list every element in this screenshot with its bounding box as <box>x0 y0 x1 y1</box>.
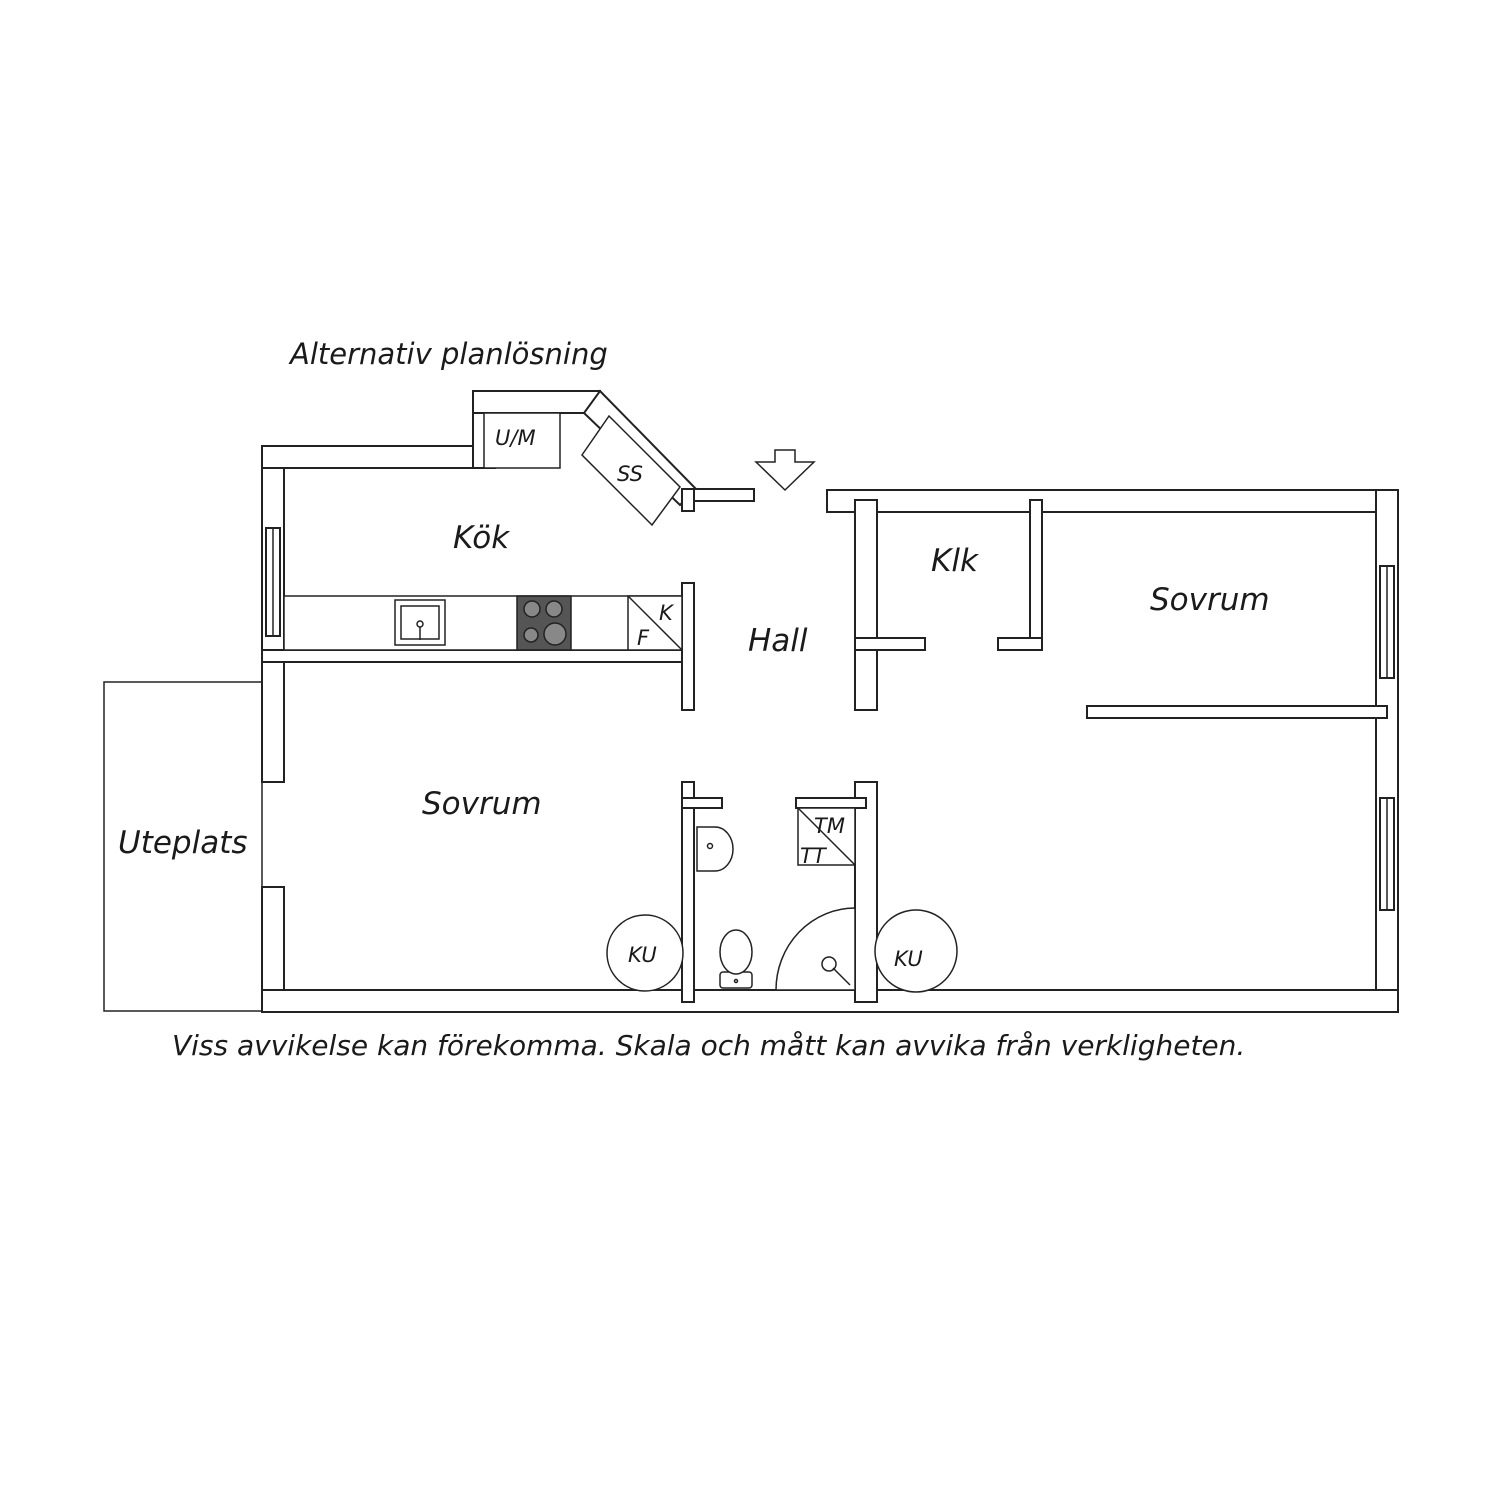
room-label-klk: Klk <box>931 543 979 579</box>
ss-cabinet <box>581 414 681 527</box>
room-label-uteplats: Uteplats <box>118 825 248 861</box>
shower-icon <box>775 907 856 991</box>
kitchen-counter <box>283 595 683 651</box>
wall-klk-right <box>1029 499 1043 651</box>
label-f: F <box>637 626 650 650</box>
disclaimer-note: Viss avvikelse kan förekomma. Skala och … <box>172 1029 1245 1062</box>
label-ss: SS <box>617 462 643 486</box>
label-um: U/M <box>495 426 536 450</box>
plan-title: Alternativ planlösning <box>288 337 608 371</box>
wall-bath-right-stub <box>795 797 867 809</box>
wardrobe-right <box>874 909 958 993</box>
wall-kitchen-right <box>681 582 695 711</box>
window-kitchen <box>265 527 281 637</box>
fridge-freezer <box>627 595 683 651</box>
window-bedroom-right-1 <box>1379 565 1395 679</box>
wall-bedroom-divider <box>1086 705 1388 719</box>
wall-bath-left-stub <box>681 797 723 809</box>
washer-dryer <box>797 807 856 866</box>
wall-kitchen-top-mid <box>472 390 601 414</box>
uteplats-area <box>103 681 263 1012</box>
label-tt: TT <box>800 844 828 868</box>
entrance-arrow-icon <box>754 449 816 492</box>
stove-icon <box>516 595 572 651</box>
wall-top-right <box>826 489 1399 513</box>
wall-kitchen-stub <box>681 488 695 512</box>
label-k: K <box>659 601 675 625</box>
wall-bath-right <box>854 781 878 1003</box>
label-ku-right: KU <box>894 947 923 971</box>
wall-kitchen-bedroom <box>261 649 695 663</box>
room-label-kok: Kök <box>453 520 510 556</box>
um-cabinet <box>483 412 561 469</box>
room-label-hall: Hall <box>748 623 808 659</box>
room-label-sovrum-left: Sovrum <box>422 786 542 822</box>
wall-bottom <box>261 989 1399 1013</box>
washbasin-icon <box>696 826 734 872</box>
wall-kitchen-top-left <box>261 445 474 469</box>
label-ku-left: KU <box>628 943 657 967</box>
sink-icon <box>394 599 446 646</box>
wardrobe-left <box>606 914 684 992</box>
wall-klk-stub-left <box>854 637 926 651</box>
wall-klk-stub-right <box>997 637 1043 651</box>
label-tm: TM <box>814 814 845 838</box>
room-label-sovrum-right: Sovrum <box>1150 582 1270 618</box>
wall-hall-right <box>854 499 878 711</box>
toilet-icon <box>719 929 753 989</box>
wall-bath-left <box>681 781 695 1003</box>
window-bedroom-right-2 <box>1379 797 1395 911</box>
